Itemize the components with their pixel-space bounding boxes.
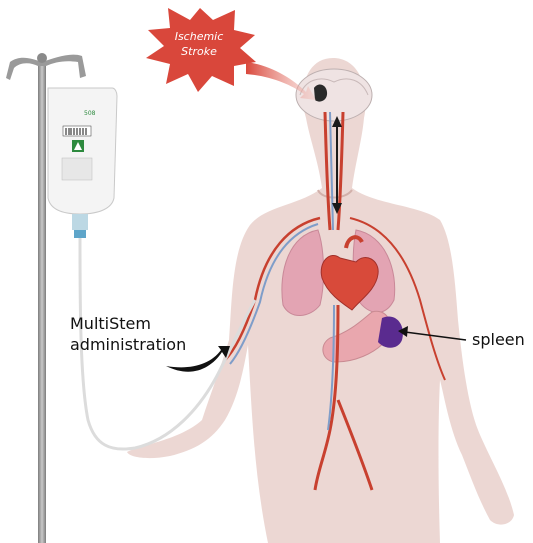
- spleen-label: spleen: [472, 330, 525, 349]
- ischemic-stroke-label-line1: Ischemic: [158, 29, 240, 44]
- iv-bag-number: 508: [84, 110, 95, 117]
- ischemic-stroke-label-line2: Stroke: [158, 44, 240, 59]
- multistem-administration-label: MultiStem administration: [70, 313, 200, 355]
- multistem-label-line2: administration: [70, 334, 200, 355]
- multistem-label-line1: MultiStem: [70, 313, 200, 334]
- ischemic-stroke-label: Ischemic Stroke: [158, 29, 240, 59]
- iv-bag: [48, 88, 117, 238]
